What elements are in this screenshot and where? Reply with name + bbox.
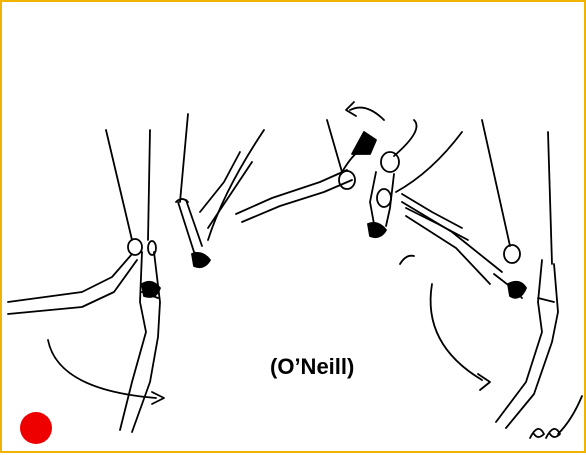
- figure-3-horizontal: [235, 101, 385, 223]
- figure-4-rings-overhead: [367, 119, 469, 265]
- red-dot-icon: [20, 412, 52, 444]
- judge-signature-icon: [529, 395, 583, 439]
- figure-2-rotation: [175, 113, 265, 269]
- figure-5-swing-down: [401, 119, 559, 429]
- element-name-caption: (O’Neill): [270, 354, 355, 379]
- figure-1-hang-swing: [7, 129, 165, 433]
